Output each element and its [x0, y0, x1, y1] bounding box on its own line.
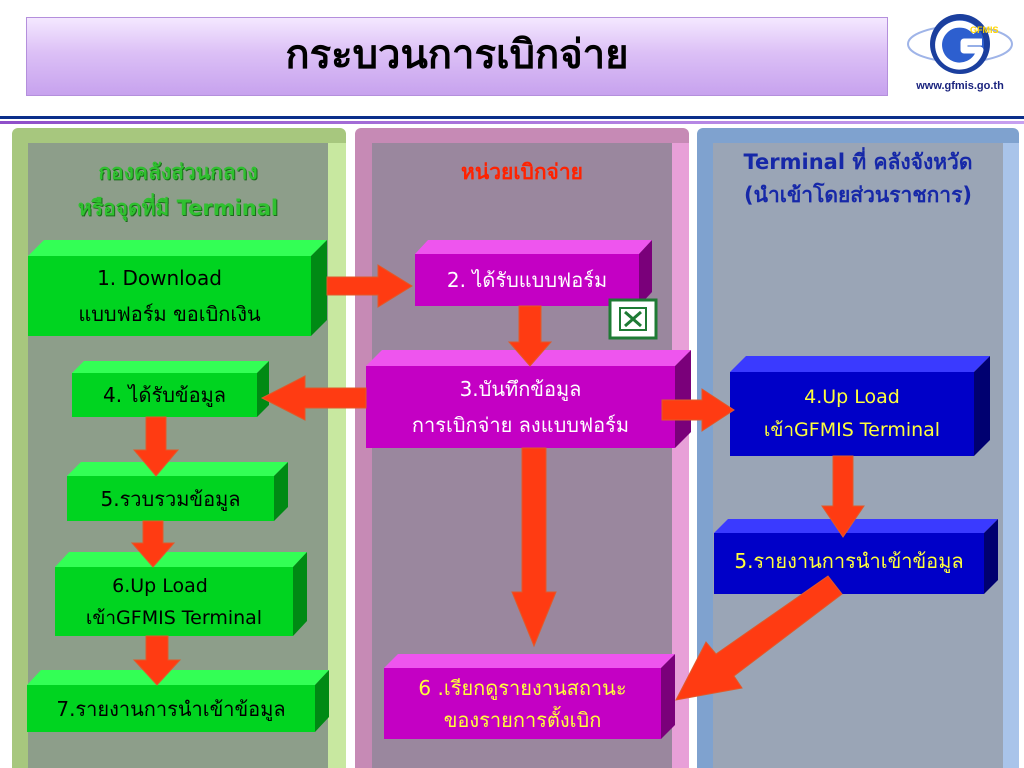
arrow-collect-to-upload — [130, 520, 176, 568]
arrow-report-to-view-status — [675, 575, 843, 701]
flow-arrows — [130, 264, 865, 701]
box-record-data-line-2: การเบิกจ่าย ลงแบบฟอร์ม — [411, 413, 630, 437]
excel-icon — [608, 298, 658, 340]
box-upload-terminal-2-line-2: เข้าGFMIS Terminal — [763, 419, 941, 441]
box-import-report-2-text: 5.รายงานการนำเข้าข้อมูล — [710, 533, 988, 594]
box-record-data-text: 3.บันทึกข้อมูล การเบิกจ่าย ลงแบบฟอร์ม — [366, 366, 675, 448]
box-import-report-1-text: 7.รายงานการนำเข้าข้อมูล — [27, 685, 315, 732]
column-1-title-line-2: หรือจุดที่มี Terminal — [77, 196, 279, 220]
header-rule-purple — [0, 121, 1024, 124]
box-download-form — [28, 240, 327, 336]
box-download-form-line-2: แบบฟอร์ม ขอเบิกเงิน — [78, 302, 261, 326]
box-upload-terminal-2-text: 4.Up Load เข้าGFMIS Terminal — [730, 372, 974, 456]
box-receive-data-line-1: 4. ได้รับข้อมูล — [102, 383, 227, 407]
box-upload-terminal-2 — [730, 356, 990, 456]
box-collect-data — [67, 462, 288, 521]
arrow-upload-to-report — [132, 635, 182, 686]
box-receive-form-text: 2. ได้รับแบบฟอร์ม — [415, 254, 639, 306]
box-collect-data-line-1: 5.รวบรวมข้อมูล — [100, 486, 241, 511]
box-collect-data-text: 5.รวบรวมข้อมูล — [67, 476, 274, 521]
arrow-record-to-view-status — [511, 447, 557, 648]
column-2-panel-edge — [672, 143, 689, 768]
box-upload-terminal-1-line-1: 6.Up Load — [112, 574, 208, 597]
box-import-report-1-line-1: 7.รายงานการนำเข้าข้อมูล — [56, 696, 286, 721]
box-import-report-1 — [27, 670, 329, 732]
gfmis-logo: GFMIS — [907, 14, 1013, 74]
title-banner — [26, 17, 888, 96]
box-import-report-2 — [714, 519, 998, 594]
arrow-upload-to-report-2 — [821, 455, 865, 538]
arrow-record-to-receive-data — [260, 375, 367, 421]
column-3-title-line-1: Terminal ที่ คลังจังหวัด — [743, 150, 973, 174]
page-title: กระบวนการเบิกจ่าย — [285, 32, 629, 78]
column-1-title: กองคลังส่วนกลาง หรือจุดที่มี Terminal — [30, 154, 326, 226]
box-receive-data — [72, 361, 269, 417]
box-upload-terminal-1 — [55, 552, 307, 636]
logo-text: GFMIS — [970, 25, 999, 35]
arrow-download-to-receive-form — [326, 264, 413, 308]
column-1-panel-edge — [328, 143, 346, 768]
column-2-title-line-1: หน่วยเบิกจ่าย — [461, 160, 583, 184]
header-rule-dark — [0, 116, 1024, 119]
logo-url: www.gfmis.go.th — [916, 80, 1004, 92]
box-receive-data-text: 4. ได้รับข้อมูล — [72, 373, 257, 417]
arrow-receive-to-collect — [132, 416, 180, 477]
box-record-data-line-1: 3.บันทึกข้อมูล — [459, 377, 582, 401]
box-view-status-report-line-1: 6 .เรียกดูรายงานสถานะ — [418, 675, 627, 700]
box-upload-terminal-1-line-2: เข้าGFMIS Terminal — [85, 606, 263, 629]
box-view-status-report-line-2: ของรายการตั้งเบิก — [443, 707, 602, 732]
box-download-form-text: 1. Download แบบฟอร์ม ขอเบิกเงิน — [28, 256, 311, 336]
column-1-title-line-1: กองคลังส่วนกลาง — [98, 160, 258, 184]
column-2-title: หน่วยเบิกจ่าย — [374, 154, 670, 190]
arrow-receive-form-to-record — [507, 305, 553, 367]
column-3-panel-edge — [1003, 143, 1019, 768]
column-3-title: Terminal ที่ คลังจังหวัด (นำเข้าโดยส่วนร… — [713, 146, 1003, 212]
arrow-record-to-upload-terminal — [661, 388, 735, 432]
box-receive-form — [415, 240, 652, 306]
box-view-status-report — [384, 654, 675, 739]
box-receive-form-line-1: 2. ได้รับแบบฟอร์ม — [446, 268, 608, 292]
box-import-report-2-line-1: 5.รายงานการนำเข้าข้อมูล — [734, 549, 964, 573]
column-3-title-line-2: (นำเข้าโดยส่วนราชการ) — [744, 183, 972, 207]
box-upload-terminal-2-line-1: 4.Up Load — [804, 386, 900, 408]
box-view-status-report-text: 6 .เรียกดูรายงานสถานะ ของรายการตั้งเบิก — [384, 668, 661, 739]
box-upload-terminal-1-text: 6.Up Load เข้าGFMIS Terminal — [55, 567, 293, 636]
box-download-form-line-1: 1. Download — [97, 266, 222, 290]
